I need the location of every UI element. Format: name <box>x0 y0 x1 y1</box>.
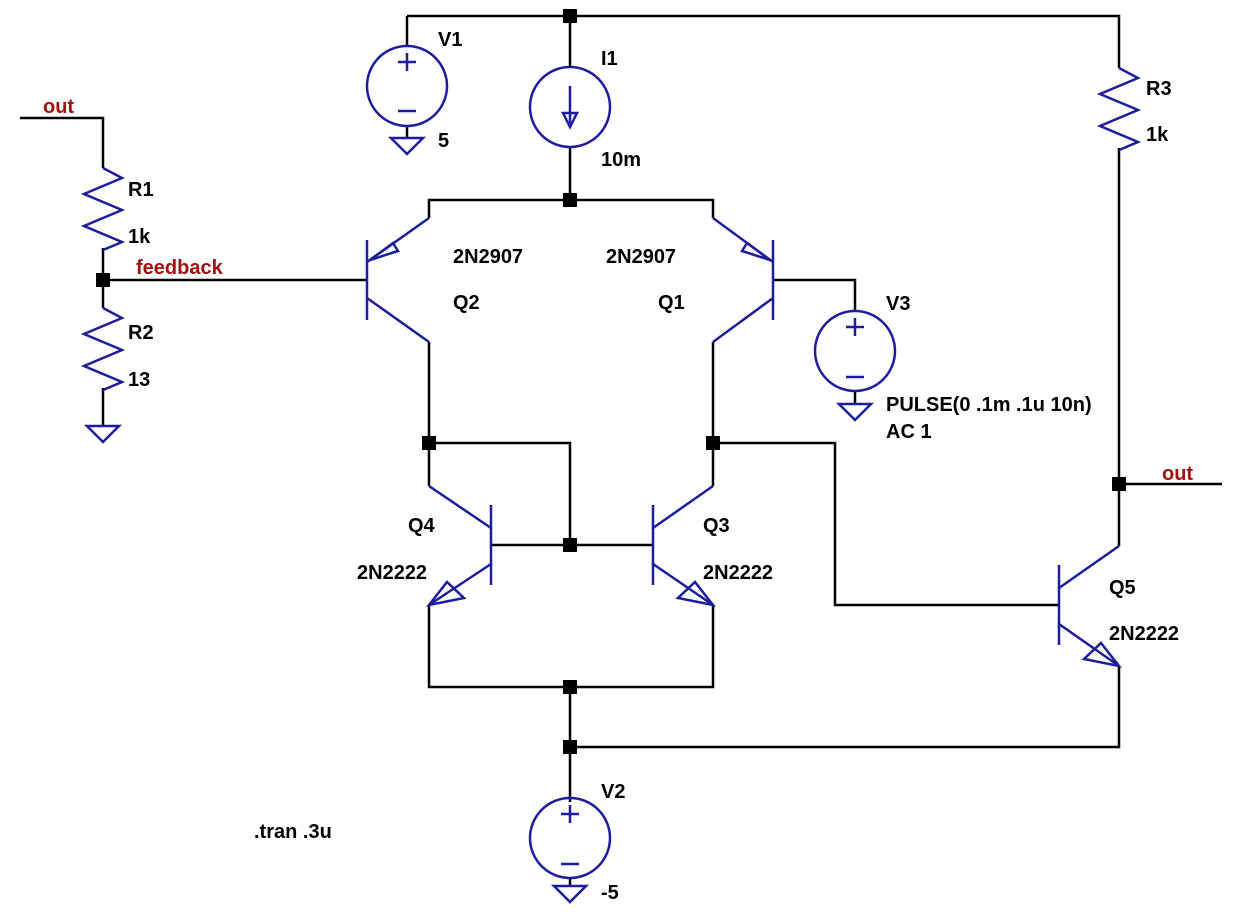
ground-icon <box>387 136 427 156</box>
wire-out-left <box>20 116 105 168</box>
r1-name-label: R1 <box>128 179 154 201</box>
net-label-out-left: out <box>43 96 74 118</box>
wire-top-rail <box>407 14 1121 68</box>
wire-npn-emitters <box>427 605 715 689</box>
v3-value-label: PULSE(0 .1m .1u 10n) <box>886 394 1092 416</box>
q3-name-label: Q3 <box>703 515 730 537</box>
r2-value-label: 13 <box>128 369 150 391</box>
transistor-q3[interactable]: Q3 2N2222 <box>651 484 773 607</box>
resistor-r3[interactable]: R3 1k <box>1096 66 1172 152</box>
junction-dot <box>563 680 577 694</box>
r1-value-label: 1k <box>128 226 151 248</box>
npn-transistor-icon <box>425 484 493 607</box>
npn-transistor-icon <box>651 484 717 607</box>
net-label-feedback: feedback <box>136 257 224 279</box>
v3-ac-label: AC 1 <box>886 421 932 443</box>
resistor-icon <box>1096 66 1142 152</box>
q5-model-label: 2N2222 <box>1109 623 1179 645</box>
voltage-source-icon <box>528 796 612 880</box>
spice-directive[interactable]: .tran .3u <box>254 821 332 843</box>
r2-name-label: R2 <box>128 322 154 344</box>
r3-name-label: R3 <box>1146 78 1172 100</box>
wires <box>20 14 1222 886</box>
v1-name-label: V1 <box>438 29 462 51</box>
q2-model-label: 2N2907 <box>453 246 523 268</box>
v2-value-label: -5 <box>601 882 619 904</box>
wire-q5-base <box>713 441 1059 607</box>
q1-model-label: 2N2907 <box>606 246 676 268</box>
i1-name-label: I1 <box>601 48 618 70</box>
transistor-q5[interactable]: Q5 2N2222 <box>1057 544 1179 668</box>
voltage-source-v1[interactable]: V1 5 <box>365 29 462 156</box>
q4-model-label: 2N2222 <box>357 562 427 584</box>
current-source-i1[interactable]: I1 10m <box>528 48 641 171</box>
voltage-source-v3[interactable]: V3 PULSE(0 .1m .1u 10n) AC 1 <box>813 293 1092 443</box>
v3-name-label: V3 <box>886 293 910 315</box>
q1-name-label: Q1 <box>658 292 685 314</box>
net-label-out-right: out <box>1162 463 1193 485</box>
resistor-r1[interactable]: R1 1k <box>80 166 154 252</box>
voltage-source-v2[interactable]: V2 -5 <box>528 781 625 904</box>
current-source-icon <box>528 65 612 149</box>
transistor-q2[interactable]: 2N2907 Q2 <box>365 216 523 344</box>
voltage-source-icon <box>365 44 449 128</box>
npn-transistor-icon <box>1057 544 1123 668</box>
ground-icon <box>550 884 590 904</box>
q3-model-label: 2N2222 <box>703 562 773 584</box>
junction-dot <box>563 538 577 552</box>
junction-dot <box>563 740 577 754</box>
ground-icon <box>83 424 123 444</box>
v1-value-label: 5 <box>438 130 449 152</box>
i1-value-label: 10m <box>601 149 641 171</box>
transistor-q4[interactable]: Q4 2N2222 <box>357 484 493 607</box>
junction-dot <box>96 273 110 287</box>
junction-dot <box>422 436 436 450</box>
resistor-r2[interactable]: R2 13 <box>80 306 154 444</box>
junction-dot <box>706 436 720 450</box>
v2-name-label: V2 <box>601 781 625 803</box>
transistor-q1[interactable]: 2N2907 Q1 <box>606 216 775 344</box>
resistor-icon <box>80 166 126 252</box>
junction-dot <box>563 193 577 207</box>
junctions <box>96 9 1126 754</box>
voltage-source-icon <box>813 309 897 393</box>
wire-mirror-link <box>429 441 572 545</box>
q2-name-label: Q2 <box>453 292 480 314</box>
ground-icon <box>835 402 875 422</box>
pnp-transistor-icon <box>712 216 775 344</box>
q5-name-label: Q5 <box>1109 577 1136 599</box>
q4-name-label: Q4 <box>408 515 436 537</box>
resistor-icon <box>80 306 126 392</box>
wire-q5-emitter <box>570 666 1121 749</box>
wire-q1-base-v3 <box>773 278 857 310</box>
pnp-transistor-icon <box>365 216 430 344</box>
junction-dot <box>563 9 577 23</box>
r3-value-label: 1k <box>1146 124 1169 146</box>
junction-dot <box>1112 477 1126 491</box>
